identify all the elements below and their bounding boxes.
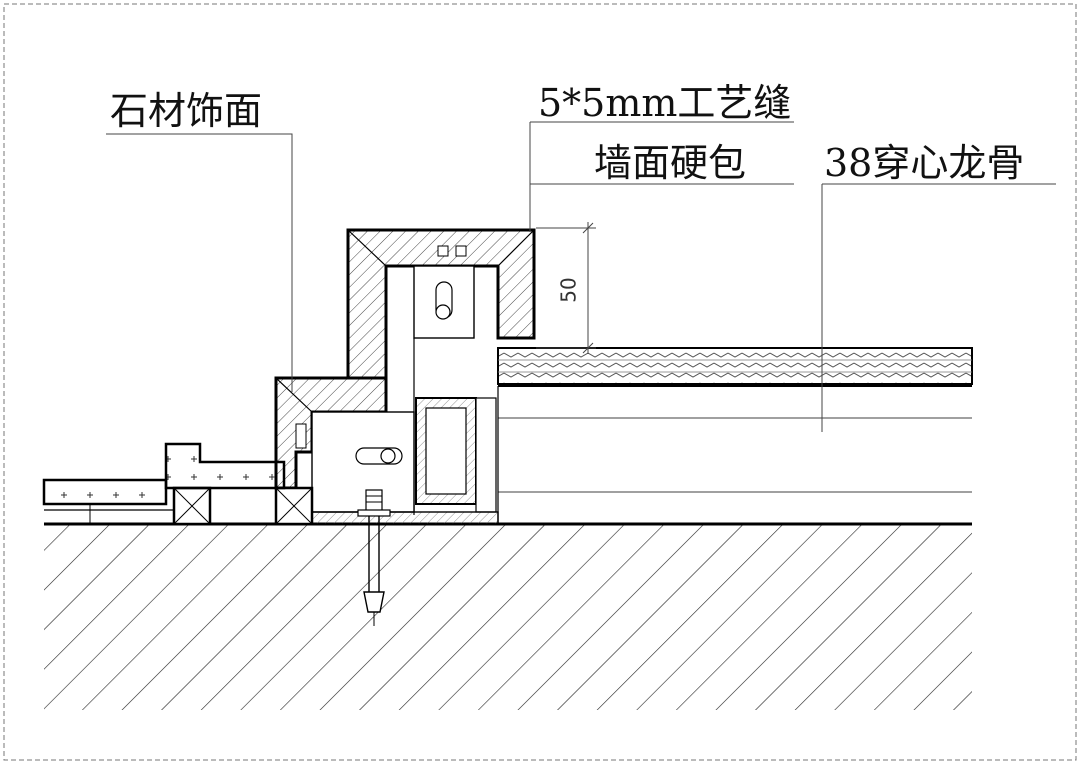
label-stone-finish: 石材饰面 [110, 89, 263, 133]
stone-finish-layer [42, 442, 286, 524]
label-craft-joint: 5*5mm工艺缝 [538, 81, 792, 125]
wall-hardcover-panel [497, 347, 973, 385]
lower-bracket [311, 411, 415, 513]
vertical-plate [475, 397, 497, 513]
dimension-value: 50 [556, 277, 581, 303]
label-keel: 38穿心龙骨 [824, 141, 1025, 185]
square-steel-tube [415, 397, 477, 505]
upper-bracket [413, 265, 475, 515]
anchor-bolt [357, 489, 391, 626]
page-frame [3, 3, 1077, 761]
upper-wood-frame [346, 228, 536, 380]
leader-lines [106, 121, 1056, 432]
label-wall-hardcover: 墙面硬包 [594, 141, 747, 185]
base-plate [311, 511, 499, 525]
dimension-50 [536, 222, 596, 354]
concrete-base [44, 522, 972, 710]
wood-blocks [172, 486, 314, 526]
wall-keel-layer [497, 385, 972, 524]
